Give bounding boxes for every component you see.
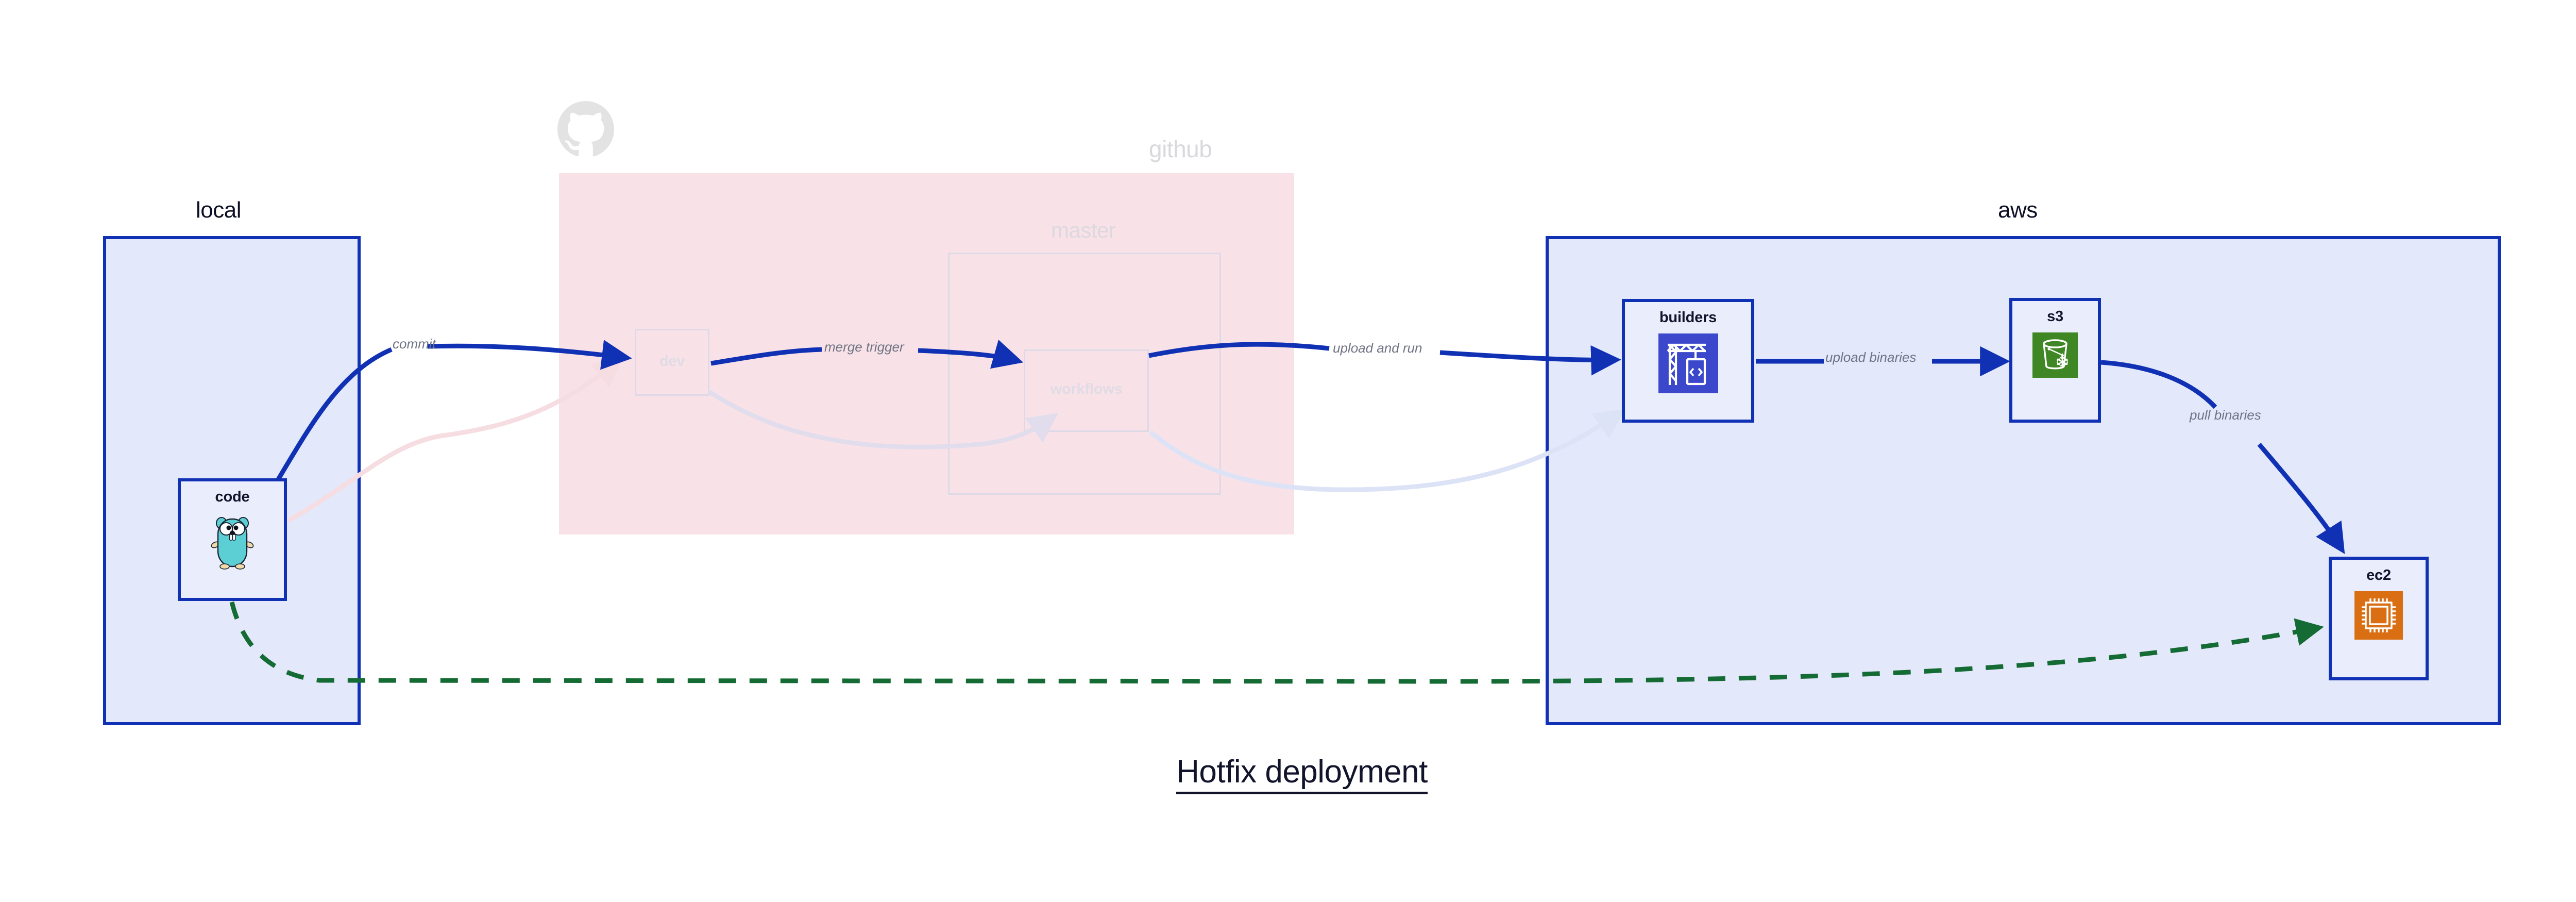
group-github[interactable]: master dev workflows [559, 173, 1294, 534]
go-gopher-icon [210, 513, 255, 575]
node-ec2[interactable]: ec2 [2329, 557, 2429, 680]
edge-label-pull-binaries: pull binaries [2190, 407, 2261, 423]
node-dev-label: dev [659, 353, 685, 370]
node-builders[interactable]: builders [1622, 299, 1754, 423]
edge-label-upload-and-run: upload and run [1333, 340, 1422, 356]
edge-label-upload-binaries: upload binaries [1825, 349, 1917, 365]
node-s3-label: s3 [2047, 308, 2063, 325]
node-s3[interactable]: s3 [2009, 298, 2101, 423]
node-code-label: code [215, 489, 250, 505]
page-title-text: Hotfix deployment [1176, 754, 1428, 794]
edge-label-commit: commit [393, 336, 436, 352]
subgroup-master[interactable] [948, 253, 1221, 495]
node-builders-label: builders [1659, 309, 1717, 326]
group-aws-label: aws [1998, 197, 2038, 223]
node-code[interactable]: code [178, 478, 287, 601]
github-octocat-icon [557, 101, 614, 158]
node-workflows-label: workflows [1050, 381, 1123, 397]
group-local-label: local [196, 197, 242, 223]
subgroup-master-label: master [1051, 218, 1116, 242]
node-ec2-label: ec2 [2366, 567, 2391, 583]
node-dev[interactable]: dev [635, 329, 709, 396]
aws-s3-glacier-icon [2032, 332, 2078, 378]
node-workflows[interactable]: workflows [1024, 349, 1149, 432]
group-github-label: github [1149, 136, 1212, 162]
edge-label-merge-trigger: merge trigger [824, 339, 904, 355]
aws-codebuild-icon [1658, 333, 1718, 393]
aws-ec2-chip-icon [2354, 591, 2403, 640]
page-title: Hotfix deployment [0, 754, 2576, 794]
